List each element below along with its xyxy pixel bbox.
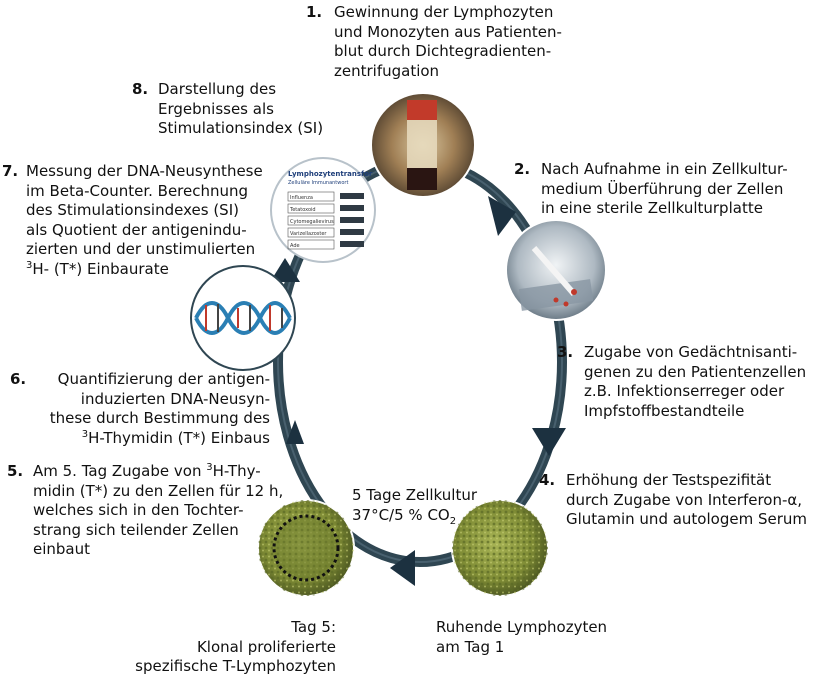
step-line: Erhöhung der Testspezifität [566, 471, 772, 489]
step-line: blut durch Dichtegradienten- [334, 42, 552, 60]
report-row-bar [340, 241, 364, 247]
step-line: zierten und der unstimulierten [26, 240, 256, 258]
step-line: als Quotient der antigenindu- [26, 220, 247, 239]
step-line: einbaut [33, 540, 91, 558]
step-line: Impfstoffbestandteile [584, 401, 745, 420]
report-title: Lymphozytentransfor [288, 170, 373, 178]
arrow-1-to-2 [488, 196, 516, 236]
report-row-label: Ade [290, 243, 300, 249]
step-line: these durch Bestimmung des [49, 409, 270, 427]
step-line: z.B. Infektionserreger oder [584, 382, 785, 400]
step-1: 1. Gewinnung der Lymphozyten und Monozyt… [306, 3, 562, 81]
arrow-6-to-7 [270, 258, 300, 282]
step-8: 8. Darstellung des Ergebnisses als Stimu… [132, 80, 324, 139]
report-row-box [287, 203, 335, 214]
step-line: welches sich in den Tochter- [33, 501, 244, 519]
step-number: 3. [557, 343, 574, 361]
resting-lymphocytes-label: Ruhende Lymphozyten am Tag 1 [436, 618, 608, 656]
step-line: Ergebnisses als [158, 99, 274, 118]
report-row-box [287, 191, 335, 202]
step-line: Stimulationsindex (SI) [158, 119, 324, 137]
report-row-box [287, 239, 335, 250]
step-line: strang sich teilender Zellen [33, 520, 239, 539]
step-number: 7. [2, 162, 19, 180]
step-line: 3H- (T*) Einbaurate [26, 259, 169, 278]
step-line: Messung der DNA-Neusynthese [26, 162, 263, 180]
step-line: in eine sterile Zellkulturplatte [541, 199, 763, 217]
step-line: Zugabe von Gedächtnisanti- [584, 343, 798, 361]
step-line: Nach Aufnahme in ein Zellkultur- [541, 160, 788, 178]
step-number: 2. [514, 160, 531, 178]
step-4: 4. Erhöhung der Testspezifität durch Zug… [539, 471, 814, 530]
step-line: Am 5. Tag Zugabe von 3H-Thy- [33, 462, 261, 480]
proliferating-lymphocytes-photo [257, 499, 355, 597]
dna-helix-icon [190, 265, 296, 371]
step-number: 6. [10, 370, 27, 388]
culture-conditions-label: 5 Tage Zellkultur 37°C/5 % CO2 [352, 486, 477, 527]
step-line: Darstellung des [158, 80, 277, 98]
report-row-box [287, 215, 335, 226]
step-3: 3. Zugabe von Gedächtnisanti- genen zu d… [557, 343, 807, 421]
step-line: induzierten DNA-Neusyn- [80, 389, 270, 408]
report-row-label: Tetatoxoid [289, 207, 316, 213]
report-sheet-icon: Lymphozytentransfor Zelluläre Immunantwo… [270, 157, 376, 263]
arrow-3-to-4 [532, 428, 566, 456]
step-line: durch Zugabe von Interferon-α, [566, 490, 803, 509]
step-number: 4. [539, 471, 556, 489]
resting-lymphocytes-photo [451, 499, 549, 597]
step-line: und Monozyten aus Patienten- [334, 22, 562, 41]
step-line: Gewinnung der Lymphozyten [334, 3, 554, 21]
report-row-label: Cytomegalievirus [290, 219, 334, 225]
step-7: 7. Messung der DNA-Neusynthese im Beta-C… [2, 162, 263, 279]
step-5: 5. Am 5. Tag Zugabe von 3H-Thy- midin (T… [7, 462, 284, 560]
step-line: zentrifugation [334, 61, 440, 80]
step-line: des Stimulationsindexes (SI) [26, 201, 239, 219]
report-row-label: Influenza [290, 195, 313, 201]
arrow-4-to-5 [390, 550, 415, 586]
step-6: 6. Quantifizierung der antigen- induzier… [10, 370, 270, 448]
report-row-label: Varizellazoster [290, 231, 327, 237]
pipette-plate-photo [505, 219, 607, 321]
step-number: 1. [306, 3, 323, 21]
step-number: 5. [7, 462, 24, 480]
report-rows: InfluenzaTetatoxoidCytomegalievirusVariz… [287, 191, 364, 250]
arrow-5-to-6 [286, 420, 304, 444]
report-row-bar [340, 217, 364, 223]
blood-tube-photo [370, 92, 476, 198]
step-line: 3H-Thymidin (T*) Einbaus [81, 428, 270, 447]
step-line: medium Überführung der Zellen [541, 179, 784, 198]
report-subtitle: Zelluläre Immunantwort [288, 180, 348, 186]
step-line: genen zu den Patientenzellen [584, 362, 807, 381]
step-line: midin (T*) zu den Zellen für 12 h, [33, 481, 284, 500]
step-number: 8. [132, 80, 149, 98]
step-2: 2. Nach Aufnahme in ein Zellkultur- medi… [514, 160, 788, 219]
day5-label: Tag 5: Klonal proliferierte spezifische … [135, 618, 336, 675]
report-row-bar [340, 205, 364, 211]
step-line: im Beta-Counter. Berechnung [26, 181, 249, 200]
step-line: Glutamin und autologem Serum [566, 510, 807, 528]
report-row-bar [340, 229, 364, 235]
step-line: Quantifizierung der antigen- [57, 370, 270, 388]
report-row-box [287, 227, 335, 238]
report-row-bar [340, 193, 364, 199]
